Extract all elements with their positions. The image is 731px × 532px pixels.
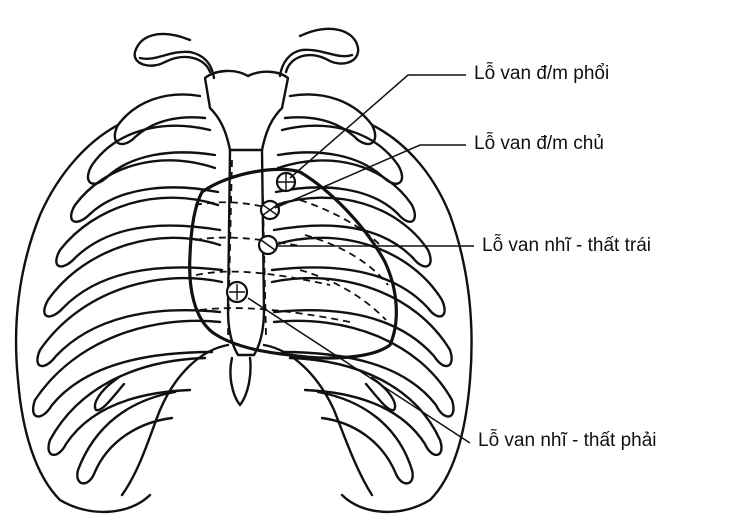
mitral-valve-icon bbox=[259, 236, 277, 254]
left-rib-8 bbox=[49, 358, 205, 455]
manubrium bbox=[205, 71, 288, 150]
label-tricuspid-valve: Lỗ van nhĩ - thất phải bbox=[478, 431, 657, 450]
sternum-body bbox=[228, 150, 264, 355]
tricuspid-valve-icon bbox=[227, 282, 247, 302]
left-rib-9 bbox=[77, 392, 175, 483]
right-rib-1 bbox=[285, 94, 375, 144]
right-rib-4 bbox=[274, 198, 431, 267]
left-floating-rib bbox=[95, 378, 124, 410]
right-rib-8 bbox=[290, 358, 441, 455]
right-rib-7 bbox=[274, 321, 453, 417]
left-rib-1 bbox=[115, 94, 205, 144]
right-rib-5 bbox=[272, 238, 445, 317]
left-costal-margin bbox=[122, 345, 228, 495]
label-pulmonary-valve: Lỗ van đ/m phổi bbox=[474, 64, 609, 83]
xiphoid bbox=[230, 358, 250, 405]
aortic-valve-icon bbox=[261, 201, 279, 219]
left-rib-7 bbox=[33, 321, 220, 417]
left-rib-2 bbox=[88, 126, 215, 184]
label-aortic-valve: Lỗ van đ/m chủ bbox=[474, 134, 604, 153]
label-mitral-valve: Lỗ van nhĩ - thất trái bbox=[482, 236, 651, 255]
right-costal-margin bbox=[264, 345, 372, 495]
leader-tricuspid bbox=[248, 298, 470, 443]
left-outer-contour bbox=[16, 125, 150, 512]
heart-outline bbox=[190, 169, 397, 358]
